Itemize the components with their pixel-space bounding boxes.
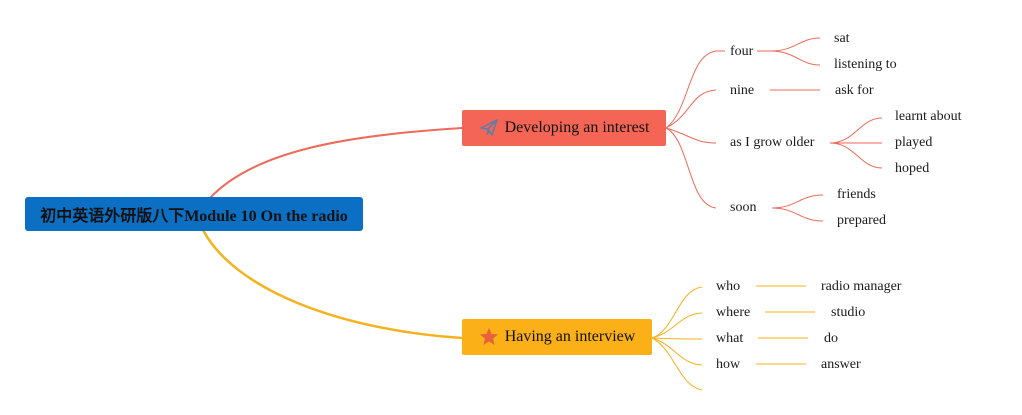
subtopic-how[interactable]: how (716, 357, 741, 372)
paper-plane-icon (479, 118, 499, 138)
subtopic-nine[interactable]: nine (730, 83, 755, 98)
subtopic-who[interactable]: who (716, 279, 741, 294)
subtopic-what[interactable]: what (716, 331, 744, 346)
topic-having-an-interview[interactable]: Having an interview (462, 319, 652, 355)
leaf-friends[interactable]: friends (837, 187, 876, 202)
leaf-ask-for[interactable]: ask for (835, 83, 874, 98)
leaf-hoped[interactable]: hoped (895, 161, 930, 176)
topic-label: Having an interview (504, 328, 636, 345)
root-topic[interactable]: 初中英语外研版八下Module 10 On the radio (25, 197, 363, 231)
subtopic-as-i-grow-older[interactable]: as I grow older (730, 135, 815, 150)
star-icon (479, 327, 499, 347)
root-topic-label: 初中英语外研版八下Module 10 On the radio (40, 208, 348, 225)
leaf-studio[interactable]: studio (831, 305, 866, 320)
leaf-learnt-about[interactable]: learnt about (895, 109, 962, 124)
topic-developing-an-interest[interactable]: Developing an interest (462, 110, 666, 146)
leaf-prepared[interactable]: prepared (837, 213, 886, 228)
leaf-answer[interactable]: answer (821, 357, 861, 372)
leaf-sat[interactable]: sat (834, 31, 850, 46)
leaf-played[interactable]: played (895, 135, 933, 150)
leaf-listening-to[interactable]: listening to (834, 57, 897, 72)
leaf-do[interactable]: do (824, 331, 838, 346)
topic-label: Developing an interest (504, 119, 650, 136)
subtopic-where[interactable]: where (716, 305, 751, 320)
subtopic-soon[interactable]: soon (730, 200, 757, 215)
subtopic-four[interactable]: four (730, 44, 754, 59)
leaf-radio-manager[interactable]: radio manager (821, 279, 902, 294)
